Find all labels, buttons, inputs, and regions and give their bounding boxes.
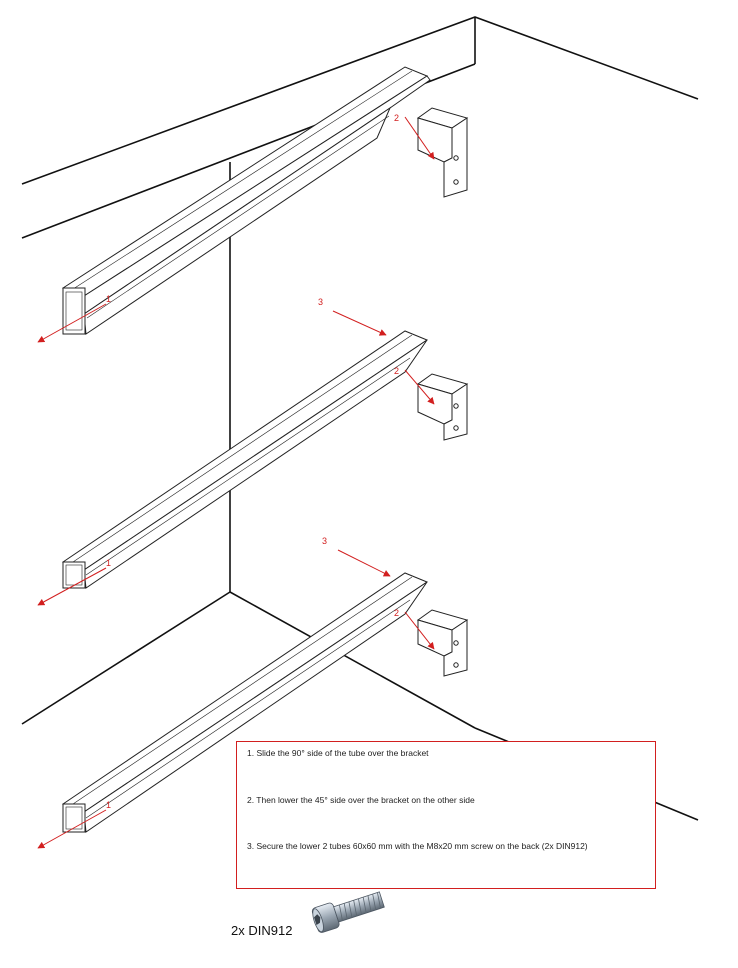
annotation-arrows	[37, 116, 435, 849]
tube-top	[61, 66, 431, 335]
callout-1-middle: 1	[106, 558, 111, 568]
instructions-box: 1. Slide the 90° side of the tube over t…	[236, 741, 656, 889]
callout-3-bottom: 3	[322, 536, 327, 546]
arrow-step2-middle	[404, 369, 435, 405]
tube-middle	[61, 330, 429, 589]
instruction-step-2: 2. Then lower the 45° side over the brac…	[247, 795, 475, 805]
callout-2-bottom: 2	[394, 608, 399, 618]
arrow-step1-middle	[37, 567, 107, 606]
instruction-step-3: 3. Secure the lower 2 tubes 60x60 mm wit…	[247, 841, 588, 851]
arrow-step3-bottom	[337, 549, 391, 577]
callout-2-middle: 2	[394, 366, 399, 376]
arrow-step3-middle	[332, 310, 387, 336]
instruction-step-1: 1. Slide the 90° side of the tube over t…	[247, 748, 429, 758]
bracket-top	[416, 107, 469, 198]
callout-1-top: 1	[106, 294, 111, 304]
arrow-step2-top	[404, 116, 435, 160]
bracket-middle	[416, 373, 469, 441]
arrow-step1-top	[37, 303, 107, 343]
callout-2-top: 2	[394, 113, 399, 123]
part-label: 2x DIN912	[231, 923, 293, 938]
arrow-step1-bottom	[37, 809, 107, 849]
socket-head-screw-icon	[311, 891, 385, 933]
arrow-step2-bottom	[404, 611, 435, 650]
callout-3-middle: 3	[318, 297, 323, 307]
callout-1-bottom: 1	[106, 800, 111, 810]
tube-bottom	[61, 572, 429, 833]
bracket-bottom	[416, 609, 469, 677]
